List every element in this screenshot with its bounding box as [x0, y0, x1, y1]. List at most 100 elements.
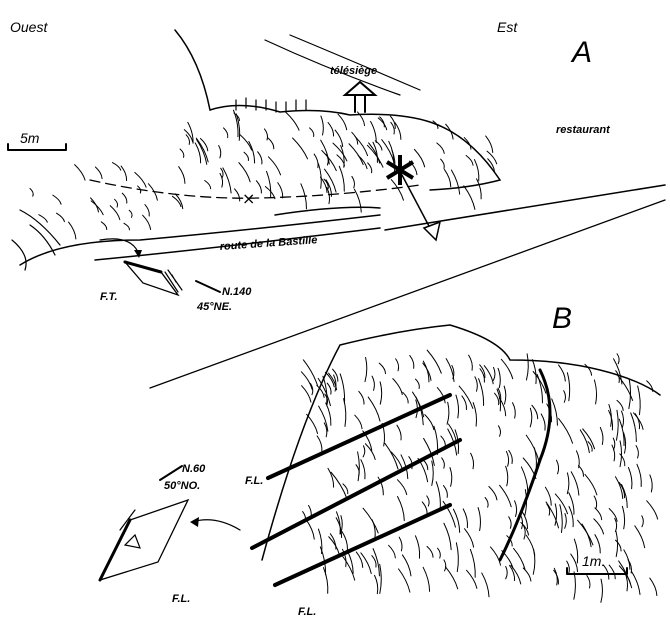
hatch-stroke	[356, 111, 366, 127]
fold-axis	[498, 368, 552, 562]
dip-label-a: 45°NE.	[196, 301, 232, 313]
hatch-stroke	[292, 137, 309, 160]
fault-label-1: F.L.	[245, 475, 263, 487]
hatch-stroke	[306, 413, 319, 434]
hatch-stroke	[615, 370, 620, 384]
hatch-stroke	[426, 495, 430, 507]
hatch-stroke	[408, 456, 413, 470]
hatch-stroke	[608, 508, 618, 522]
hatch-stroke	[379, 381, 383, 405]
hatch-stroke	[320, 115, 324, 136]
hatch-stroke	[440, 435, 446, 448]
hatch-stroke	[531, 404, 539, 420]
hatch-stroke	[370, 120, 377, 143]
hatch-stroke	[171, 195, 182, 208]
hatch-stroke	[324, 371, 335, 388]
east-label: Est	[497, 19, 518, 35]
hatch-stroke	[594, 507, 603, 521]
hatch-stroke	[401, 554, 412, 577]
arrow-head-b-icon	[190, 517, 199, 527]
hatch-stroke	[649, 577, 658, 597]
hatch-stroke	[593, 379, 598, 405]
hatch-stroke	[183, 129, 194, 143]
hatch-stroke	[614, 517, 618, 533]
hatch-stroke	[566, 560, 570, 575]
panel-b-letter: B	[552, 302, 572, 335]
hatch-stroke	[568, 492, 575, 515]
hatch-stroke	[442, 500, 456, 528]
hatch-stroke	[285, 111, 300, 131]
hatch-stroke	[56, 212, 65, 223]
hatch-stroke	[443, 168, 452, 188]
hatch-stroke	[357, 451, 360, 482]
hatch-stroke	[90, 197, 99, 213]
scale-bar-a	[7, 143, 67, 151]
hatch-stroke	[353, 188, 362, 213]
hatch-stroke	[301, 385, 312, 403]
hatch-stroke	[553, 567, 558, 586]
hatch-stroke	[263, 128, 269, 141]
hatch-stroke	[584, 473, 598, 496]
hatch-stroke	[332, 142, 348, 162]
hatch-stroke	[599, 426, 604, 445]
fence	[235, 97, 307, 113]
hatch-stroke	[371, 555, 377, 568]
hatch-stroke	[635, 445, 639, 459]
hatch-stroke	[508, 564, 516, 582]
hatch-stroke	[238, 162, 251, 183]
dashed-trail	[89, 179, 421, 199]
panel-separator	[149, 199, 666, 389]
hatch-stroke	[615, 409, 619, 441]
hatch-stroke	[613, 358, 623, 385]
hatch-stroke	[195, 137, 209, 163]
hatch-stroke	[422, 362, 432, 381]
hatch-stroke	[326, 186, 331, 205]
hatch-stroke	[178, 166, 186, 184]
hatch-stroke	[437, 547, 441, 559]
hatch-stroke	[337, 113, 348, 131]
hatch-stroke	[499, 484, 512, 508]
hatch-stroke	[500, 358, 514, 380]
hatch-stroke	[378, 362, 387, 375]
hatch-stroke	[333, 374, 337, 392]
hatch-stroke	[300, 371, 313, 390]
hatch-stroke	[586, 575, 591, 589]
hatch-stroke	[558, 418, 574, 444]
hatch-stroke	[390, 179, 404, 201]
hatch-stroke	[302, 359, 319, 387]
hatch-stroke	[464, 528, 475, 548]
hatch-stroke	[618, 418, 625, 447]
hatch-stroke	[497, 425, 502, 437]
hatch-stroke	[468, 354, 473, 371]
hatch-stroke	[371, 519, 376, 541]
fault-plane-edge	[123, 260, 163, 274]
hatch-stroke	[564, 513, 567, 529]
rock-hatching-a	[29, 109, 498, 240]
hatch-stroke	[506, 535, 513, 547]
hatch-stroke	[621, 484, 628, 508]
road-edge	[384, 184, 666, 231]
hatch-stroke	[540, 413, 546, 431]
chairlift-label: télésiège	[330, 65, 377, 77]
hatch-stroke	[422, 360, 430, 383]
hatch-stroke	[627, 466, 633, 490]
road-label: route de la Bastille	[219, 234, 317, 253]
west-label: Ouest	[10, 19, 48, 35]
panel-a: Ouest Est A télésiège restaurant 5m × ro…	[7, 19, 666, 313]
hatch-stroke	[630, 412, 637, 442]
hatch-stroke	[142, 214, 152, 231]
hatch-stroke	[532, 548, 536, 575]
hatch-stroke	[479, 368, 485, 383]
hatch-stroke	[636, 463, 642, 487]
hatch-stroke	[316, 435, 323, 452]
hatch-stroke	[29, 188, 34, 197]
curved-arrow-b	[191, 519, 241, 531]
hatch-stroke	[239, 133, 253, 151]
hatch-stroke	[441, 457, 445, 469]
hatch-stroke	[618, 482, 626, 499]
hatch-stroke	[568, 506, 574, 528]
hatch-stroke	[615, 539, 622, 552]
hatch-stroke	[573, 538, 579, 564]
